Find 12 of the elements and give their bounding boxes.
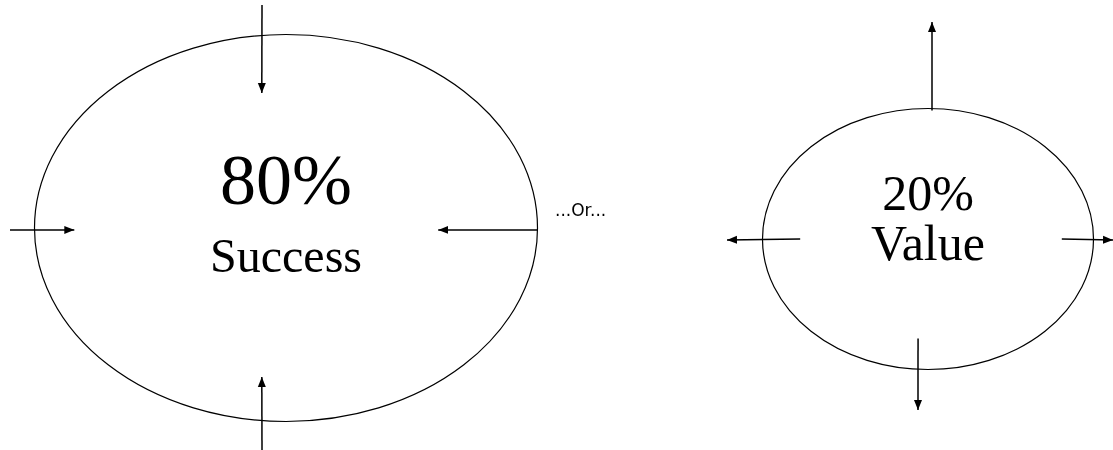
arrow: [9, 225, 76, 234]
arrow: [1061, 235, 1113, 244]
arrow: [928, 21, 936, 112]
arrow: [257, 376, 266, 450]
connector-text: ...Or...: [555, 200, 607, 220]
arrow: [257, 4, 266, 94]
arrow: [437, 225, 539, 234]
node-title: 20% Value: [870, 168, 986, 268]
arrow: [914, 337, 922, 411]
arrow: [726, 235, 801, 244]
node-subtitle: Success: [210, 232, 362, 280]
node-title: 80%: [220, 144, 352, 216]
